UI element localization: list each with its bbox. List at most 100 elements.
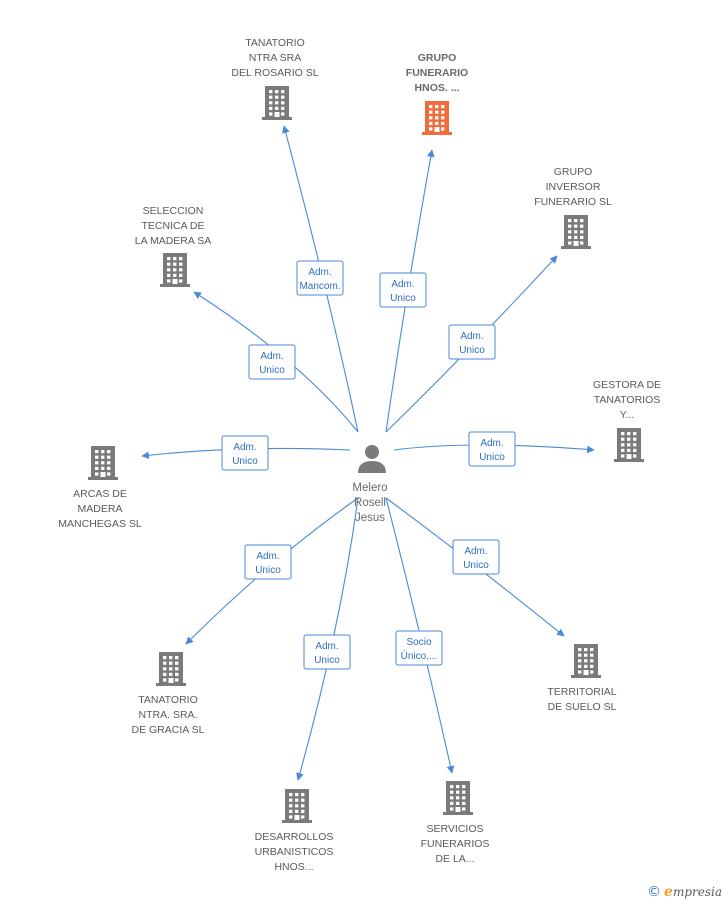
edge-label-text: Adm. [464, 546, 487, 557]
node-arcas-madera[interactable]: ARCAS DE MADERA MANCHEGAS SL [58, 446, 142, 530]
node-label: MADERA [78, 503, 123, 515]
edge-tanatorio-rosario: Adm. Mancom. [282, 125, 359, 433]
node-label: HNOS. ... [415, 82, 460, 94]
edge-label-text: Unico [463, 560, 489, 571]
edge-label-box[interactable] [379, 272, 427, 308]
edge-grupo-funerario: Adm. Unico [379, 149, 435, 433]
building-icon [443, 781, 473, 815]
edge-arcas-madera: Adm. Unico [141, 435, 351, 471]
node-label: HNOS... [274, 861, 313, 873]
edge-label-box[interactable] [244, 544, 292, 580]
center-label: Rosell [354, 497, 386, 509]
node-label: LA MADERA SA [135, 235, 211, 247]
node-label: NTRA. SRA. [139, 709, 198, 721]
node-label: SERVICIOS [427, 823, 484, 835]
edges-layer: Adm.Mancom.Adm.UnicoAdm.UnicoAdm.UnicoAd… [141, 125, 595, 781]
node-label: SELECCION [143, 205, 204, 217]
building-icon [422, 101, 452, 135]
edge-label-text: Unico [232, 456, 258, 467]
edge-gestora-tanatorios: Adm. Unico [393, 431, 595, 467]
node-label: FUNERARIOS [421, 838, 490, 850]
node-label: FUNERARIO SL [534, 196, 612, 208]
edge-label-text: Único,... [401, 649, 438, 662]
node-label: NTRA SRA [249, 52, 302, 64]
node-label: MANCHEGAS SL [58, 518, 142, 530]
edge-label-text: Mancom. [299, 281, 340, 292]
copyright-icon: © [647, 884, 662, 900]
node-label: TECNICA DE [141, 220, 204, 232]
edge-servicios-funerarios: SocioÚnico,... [385, 497, 455, 774]
edge-label-box[interactable] [468, 431, 516, 467]
center-label: Melero [352, 482, 387, 494]
node-label: GRUPO [554, 166, 593, 178]
node-seleccion-tecnica[interactable]: SELECCION TECNICA DE LA MADERA SA [135, 205, 211, 287]
node-label: TANATORIOS [594, 394, 661, 406]
node-label: DE GRACIA SL [132, 724, 205, 736]
building-icon [88, 446, 118, 480]
node-label: DE LA... [435, 853, 474, 865]
edge-label-text: Adm. [480, 438, 503, 449]
node-tanatorio-gracia[interactable]: TANATORIO NTRA. SRA. DE GRACIA SL [132, 652, 205, 736]
building-icon [156, 652, 186, 686]
node-servicios-funerarios[interactable]: SERVICIOS FUNERARIOS DE LA... [421, 781, 490, 865]
edge-label-text: Adm. [233, 442, 256, 453]
node-tanatorio-rosario[interactable]: TANATORIO NTRA SRA DEL ROSARIO SL [231, 37, 319, 120]
node-label: TERRITORIAL [547, 686, 616, 698]
node-label: INVERSOR [546, 181, 601, 193]
node-grupo-funerario[interactable]: GRUPO FUNERARIO HNOS. ... [406, 52, 468, 135]
edge-tanatorio-gracia: Adm. Unico [185, 497, 359, 645]
edge-label-text: Unico [459, 345, 485, 356]
building-icon [614, 428, 644, 462]
edge-label-text: Adm. [460, 331, 483, 342]
person-icon [358, 445, 386, 473]
building-icon [282, 789, 312, 823]
node-label: TANATORIO [138, 694, 198, 706]
edge-seleccion-tecnica: Adm. Unico [193, 291, 359, 433]
edge-label-text: Adm. [260, 351, 283, 362]
center-label: Jesus [355, 512, 385, 524]
edge-label-box[interactable] [448, 324, 496, 360]
node-label: URBANISTICOS [255, 846, 334, 858]
node-label: GRUPO [418, 52, 457, 64]
edge-label-box[interactable] [296, 260, 344, 296]
nodes-layer: TANATORIO NTRA SRA DEL ROSARIO SL GRUPO FUNE… [58, 37, 661, 873]
edge-label-text: Unico [314, 655, 340, 666]
node-territorial-suelo[interactable]: TERRITORIAL DE SUELO SL [547, 644, 617, 713]
edge-label-box[interactable] [248, 344, 296, 380]
node-label: TANATORIO [245, 37, 305, 49]
edge-label-box[interactable] [452, 539, 500, 575]
building-icon [262, 86, 292, 120]
node-label: ARCAS DE [73, 488, 127, 500]
empresia-watermark[interactable]: ©empresia [647, 884, 722, 900]
edge-label-text: Adm. [256, 551, 279, 562]
empresia-logo-initial: e [664, 884, 673, 900]
building-icon [561, 215, 591, 249]
node-desarrollos[interactable]: DESARROLLOS URBANISTICOS HNOS... [255, 789, 334, 873]
edge-label-text: Adm. [308, 267, 331, 278]
edge-label-text: Unico [479, 452, 505, 463]
building-icon [571, 644, 601, 678]
edge-grupo-inversor: Adm. Unico [385, 255, 558, 433]
node-label: FUNERARIO [406, 67, 468, 79]
building-icon [160, 253, 190, 287]
edge-label-text: Adm. [315, 641, 338, 652]
edge-label-box[interactable] [303, 634, 351, 670]
edge-label-text: Adm. [391, 279, 414, 290]
edge-label-text: Unico [255, 565, 281, 576]
edge-label-text: Unico [259, 365, 285, 376]
node-grupo-inversor[interactable]: GRUPO INVERSOR FUNERARIO SL [534, 166, 612, 249]
edge-territorial-suelo: Adm. Unico [385, 497, 565, 637]
node-label: DE SUELO SL [548, 701, 617, 713]
node-label: DESARROLLOS [255, 831, 334, 843]
edge-label-box[interactable] [395, 630, 443, 666]
node-label: DEL ROSARIO SL [231, 67, 318, 79]
edge-label-text: Socio [406, 637, 431, 648]
node-gestora-tanatorios[interactable]: GESTORA DE TANATORIOS Y... [593, 379, 661, 462]
edge-label-text: Unico [390, 293, 416, 304]
edge-label-box[interactable] [221, 435, 269, 471]
empresia-logo-text: mpresia [672, 885, 722, 899]
node-label: Y... [620, 409, 634, 421]
node-label: GESTORA DE [593, 379, 661, 391]
